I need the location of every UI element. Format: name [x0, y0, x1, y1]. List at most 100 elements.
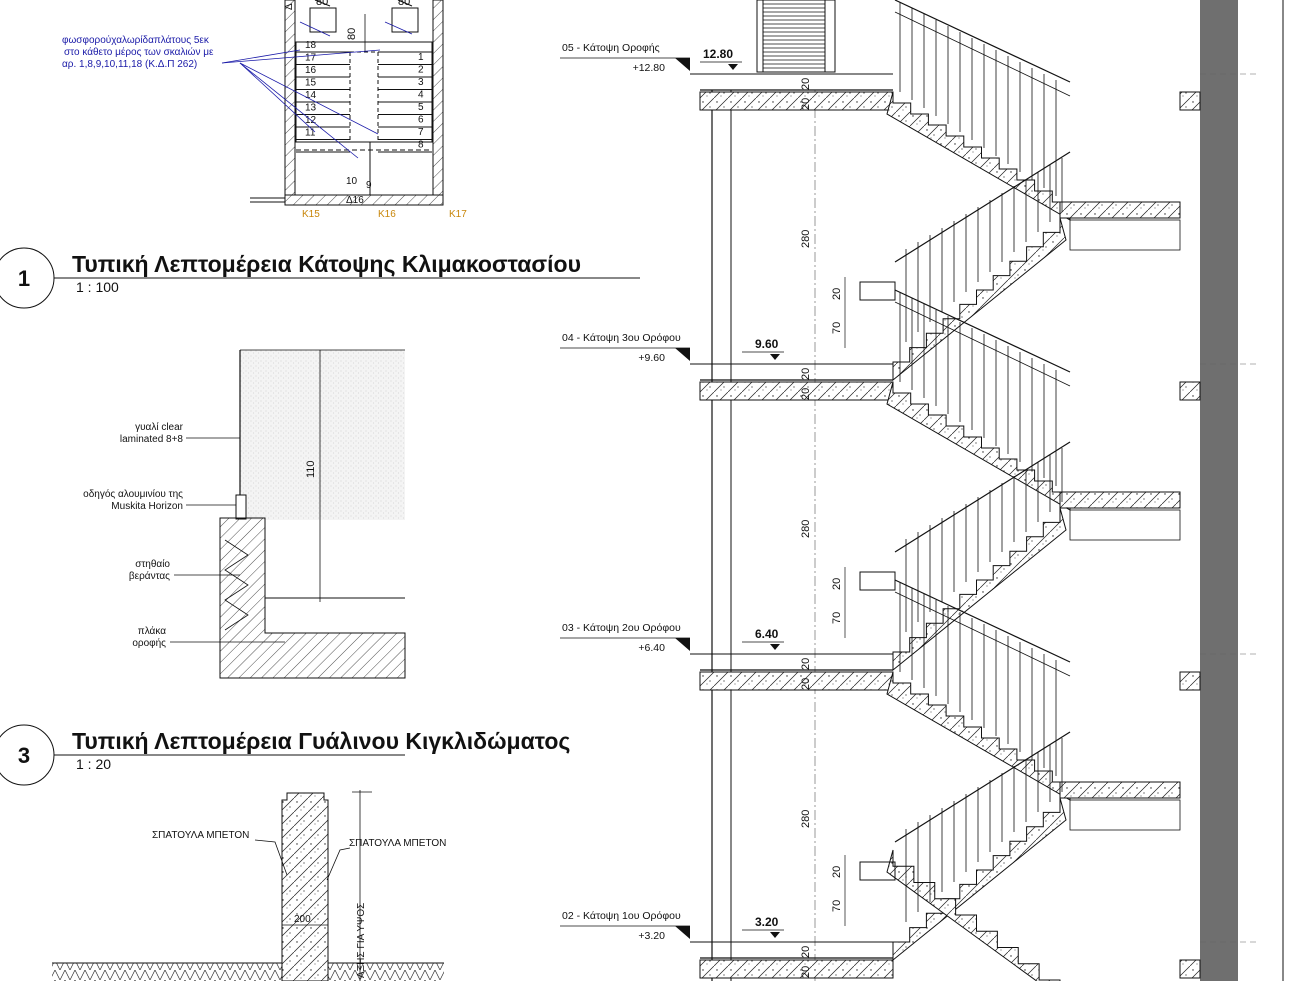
plan-step-number-right: 5	[418, 102, 424, 113]
plan-beam-label: Δ16	[346, 195, 364, 206]
plan-note-leaders	[221, 21, 413, 159]
handrail-bracket	[859, 571, 896, 591]
detail-1-number: 1	[18, 266, 30, 291]
detail-1-scale: 1 : 100	[76, 279, 119, 295]
slab-dim: 20	[800, 98, 812, 110]
plan-step-number-right: 9	[366, 180, 372, 191]
handrail	[894, 289, 1071, 373]
level-triangle	[675, 638, 690, 651]
slab-end	[1179, 91, 1201, 111]
slab-dim-b: 20	[800, 946, 812, 958]
level-tag-triangle	[728, 64, 738, 70]
plan-note-line-2: στο κάθετο μέρος των σκαλιών με	[64, 46, 214, 58]
handrail-dim-70: 70	[831, 612, 843, 624]
column-k16: Κ16	[378, 209, 396, 220]
plan-step-number-left: 12	[305, 115, 317, 126]
slab-dim-b: 20	[800, 658, 812, 670]
handrail-dim-20: 20	[831, 578, 843, 590]
stair-flight-shape	[892, 797, 1067, 962]
slab-end	[1179, 671, 1201, 691]
level-marker: 02 - Κάτοψη 1ου Ορόφου+3.203.20	[560, 910, 893, 943]
level-tag: 6.40	[755, 627, 779, 641]
detail-3-title-block: 3 Τυπική Λεπτομέρεια Γυάλινου Κιγκλιδώμα…	[0, 724, 570, 786]
stair-flight-down	[886, 381, 1071, 511]
plan-step-number-right: 3	[418, 77, 424, 88]
plan-step-number-right: 4	[418, 90, 424, 101]
stair-flight-shape	[886, 381, 1071, 511]
floor-slab	[699, 959, 894, 979]
stair-flight-shape	[886, 671, 1071, 801]
column-detail: ΣΠΑΤΟΥΛΑ ΜΠΕΤΟΝ ΣΠΑΤΟΥΛΑ ΜΠΕΤΟΝ 200 ΑΞΗΣ…	[52, 790, 446, 981]
detail-3-title: Τυπική Λεπτομέρεια Γυάλινου Κιγκλιδώματο…	[72, 728, 570, 754]
handrail-dim-70: 70	[831, 322, 843, 334]
level-triangle	[675, 58, 690, 71]
glass-railing-detail: 110 γυαλί clear laminated 8+8 οδηγός αλο…	[83, 349, 406, 679]
plan-step-number-right: 7	[418, 127, 424, 138]
slab-dim: 20	[800, 966, 812, 978]
glass-label-1: γυαλί clear	[135, 421, 184, 433]
mid-landing	[1059, 201, 1181, 219]
floor-height-dim: 280	[800, 230, 812, 248]
floor-height-dim: 280	[800, 520, 812, 538]
column-label-right: ΣΠΑΤΟΥΛΑ ΜΠΕΤΟΝ	[349, 838, 446, 849]
parapet-label-1: στηθαίο	[135, 558, 170, 570]
plan-note-line-1: φωσφορούχαλωρίδαπλάτους 5εκ	[62, 34, 210, 46]
stair-flight-up	[892, 217, 1067, 382]
slab-dim: 20	[800, 678, 812, 690]
column-k15: Κ15	[302, 209, 320, 220]
plan-top-label: Δ	[284, 3, 295, 10]
guide-label-1: οδηγός αλουμινίου της	[83, 488, 183, 500]
slab-label-2: οροφής	[132, 637, 166, 649]
level-name: 03 - Κάτοψη 2ου Ορόφου	[562, 622, 681, 634]
stair-flight-shape	[886, 849, 1061, 981]
section-right-wall	[1200, 0, 1238, 981]
plan-step-number-left: 10	[346, 176, 358, 187]
landing-beam	[1069, 799, 1181, 831]
level-elevation: +12.80	[633, 62, 666, 74]
floor-height-dim: 280	[800, 810, 812, 828]
detail-3-scale: 1 : 20	[76, 756, 111, 772]
detail-1-title-block: 1 Τυπική Λεπτομέρεια Κάτοψης Κλιμακοστασ…	[0, 247, 640, 309]
level-elevation: +9.60	[638, 352, 665, 364]
stair-flight-shape	[892, 507, 1067, 672]
plan-step-number-left: 11	[305, 128, 316, 139]
level-tag: 12.80	[703, 47, 733, 61]
handrail-bracket	[859, 861, 896, 881]
level-tag-triangle	[770, 354, 780, 360]
guide-label-2: Muskita Horizon	[111, 501, 183, 512]
stair-flight-shape	[892, 217, 1067, 382]
plan-step-number-left: 15	[305, 78, 317, 89]
plan-step-number-right: 8	[418, 140, 424, 151]
plan-dim-80-mid: 80	[346, 28, 358, 40]
railing-height-dim: 110	[305, 460, 317, 478]
level-tag-triangle	[770, 932, 780, 938]
slab-dim-b: 20	[800, 368, 812, 380]
column-vertical-label: ΑΞΗΣ ΓΙΑ ΥΨΟΣ	[356, 903, 367, 978]
column-label-left: ΣΠΑΤΟΥΛΑ ΜΠΕΤΟΝ	[152, 830, 249, 841]
level-name: 05 - Κάτοψη Οροφής	[562, 42, 660, 54]
plan-dim-80-left: 80	[316, 0, 328, 8]
glass-label-2: laminated 8+8	[120, 434, 184, 445]
slab-dim-b: 20	[800, 78, 812, 90]
column-dim-200: 200	[294, 914, 311, 925]
plan-step-number-left: 17	[305, 53, 317, 64]
mid-landing	[1059, 781, 1181, 799]
stair-plan: 80 80 80 Δ Δ16 Κ15 Κ16 Κ17 1817161514131…	[62, 0, 467, 220]
handrail-dim-20: 20	[831, 866, 843, 878]
landing-beam	[1069, 509, 1181, 541]
slab-label-1: πλάκα	[138, 625, 166, 637]
parapet-label-2: βεράντας	[129, 570, 170, 582]
handrail-return	[894, 731, 1071, 843]
level-tag-triangle	[770, 644, 780, 650]
landing-beam	[1069, 219, 1181, 251]
stair-flight-shape	[886, 91, 1071, 221]
detail-1-title: Τυπική Λεπτομέρεια Κάτοψης Κλιμακοστασίο…	[72, 251, 581, 277]
handrail-dim-70: 70	[831, 900, 843, 912]
level-elevation: +6.40	[638, 642, 665, 654]
floor-slab	[699, 671, 894, 691]
stair-flight-down	[886, 91, 1071, 221]
level-name: 02 - Κάτοψη 1ου Ορόφου	[562, 910, 681, 922]
column-k17: Κ17	[449, 209, 467, 220]
handrail	[894, 579, 1071, 663]
